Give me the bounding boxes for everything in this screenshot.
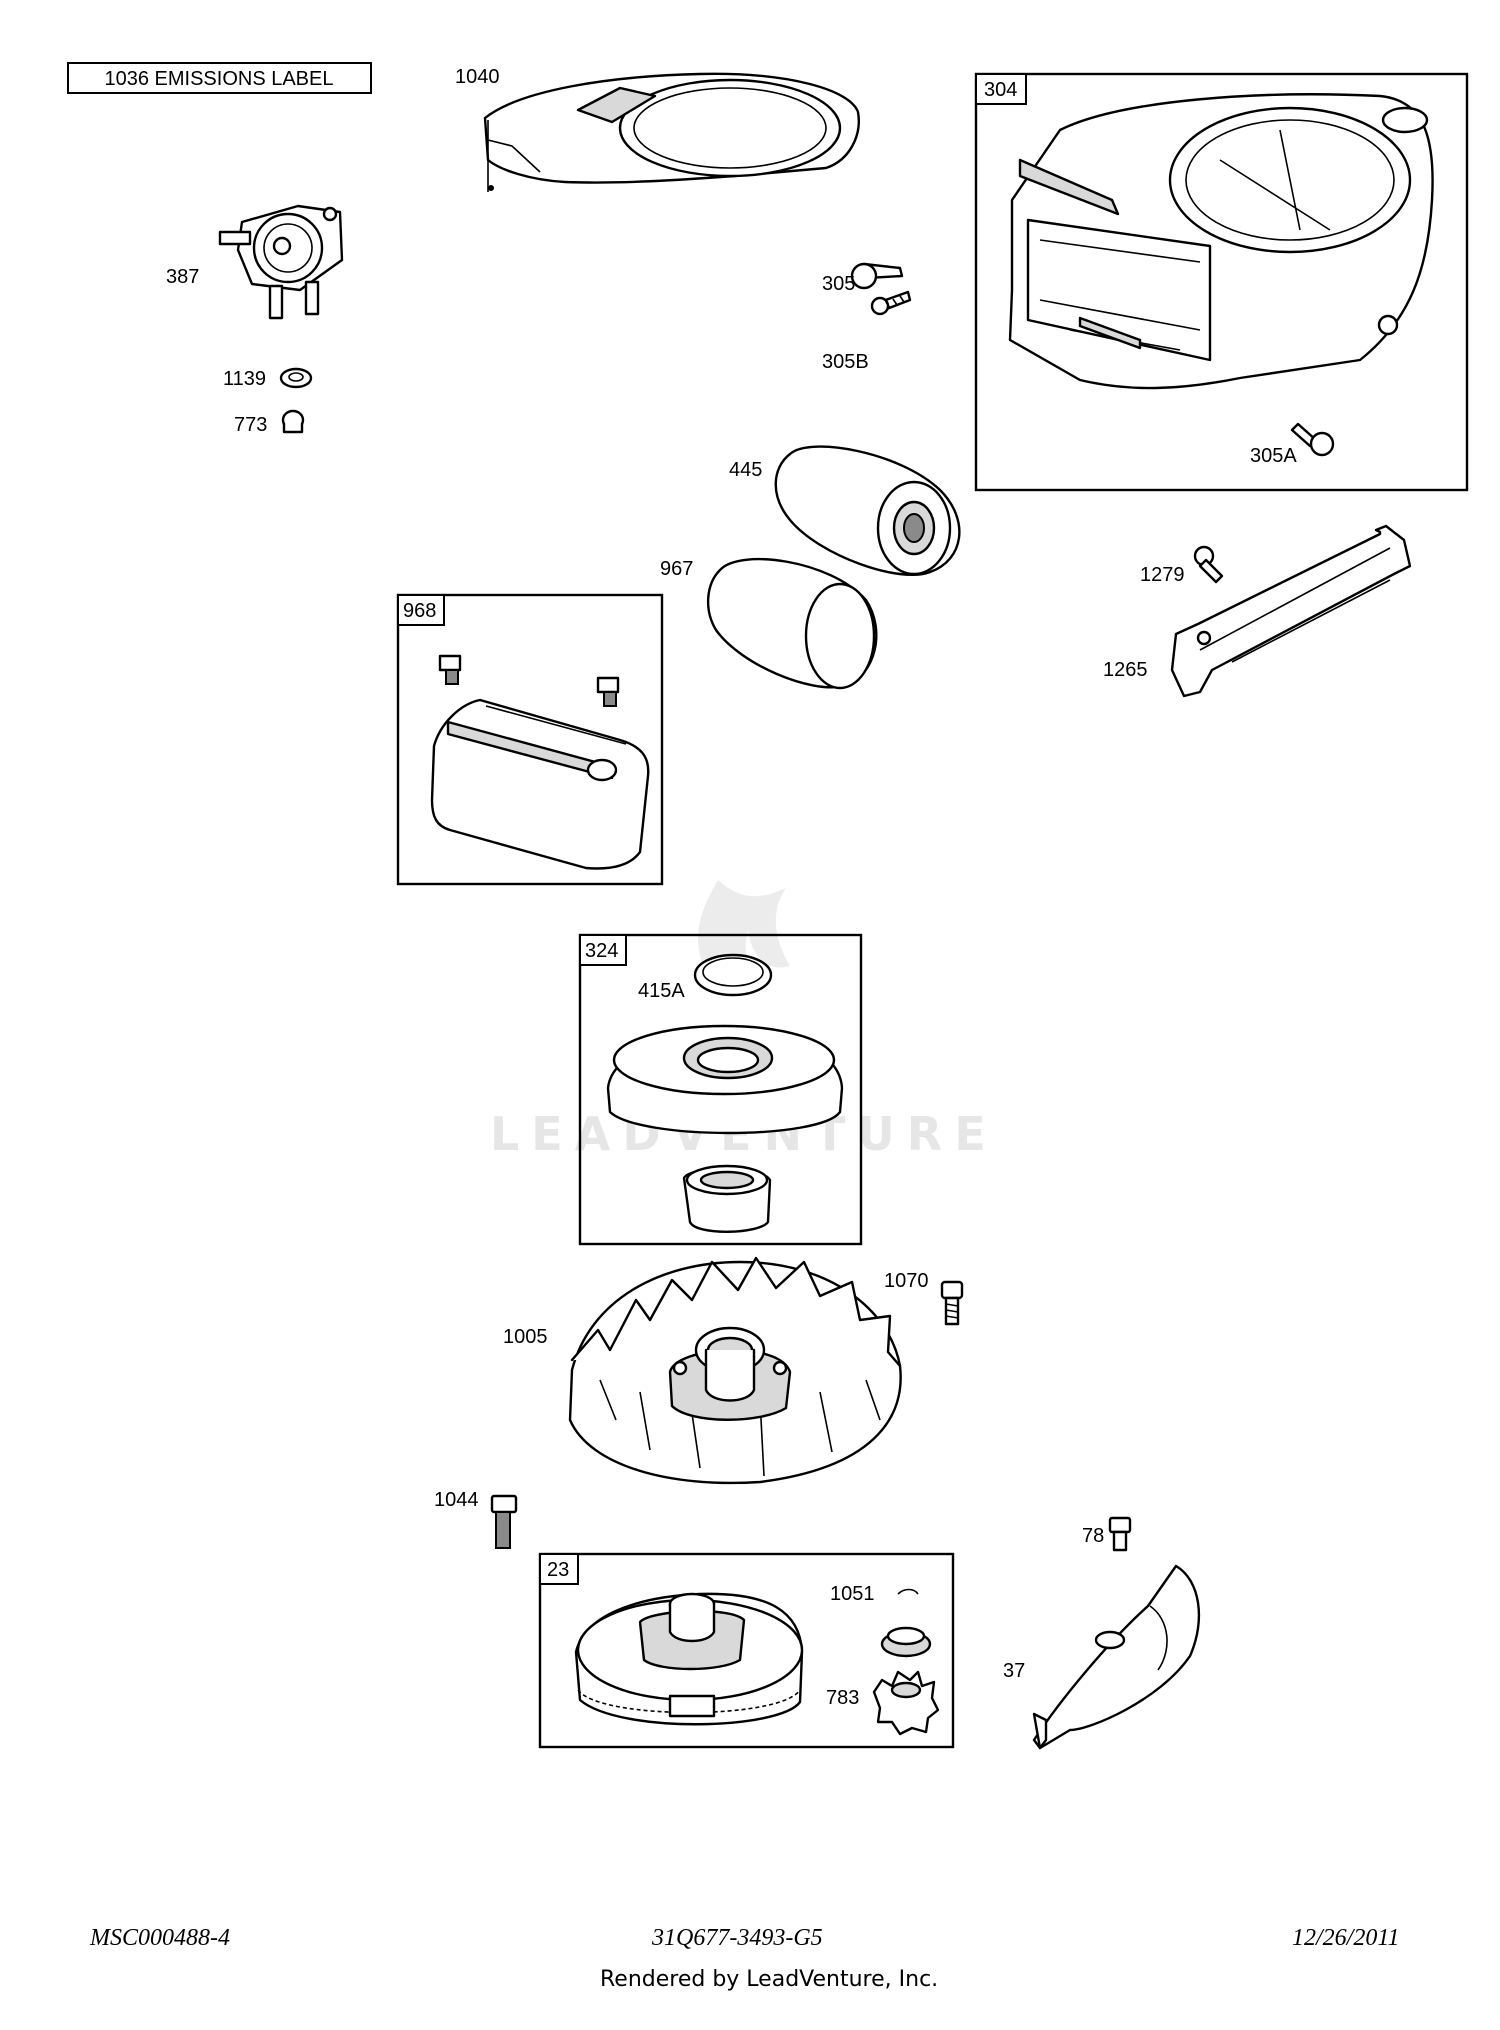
part-773[interactable]: 773 [234, 409, 305, 436]
label-305B: 305B [822, 351, 869, 373]
part-415A[interactable]: 415A [638, 953, 773, 1002]
part-1040[interactable]: 1040 [455, 66, 860, 192]
part-783[interactable]: 783 [826, 1670, 940, 1736]
part-1005[interactable]: 1005 [503, 1256, 902, 1485]
part-1051-spacer-icon [880, 1626, 932, 1658]
label-415A: 415A [638, 980, 685, 1002]
label-1265: 1265 [1103, 659, 1148, 681]
part-23-box[interactable]: 23 1051 783 [538, 1552, 955, 1749]
footer-right: 12/26/2011 [1292, 1925, 1400, 1951]
part-305B[interactable]: 305B [822, 290, 912, 373]
part-1139[interactable]: 1139 [223, 367, 313, 390]
emissions-label: 1036 EMISSIONS LABEL [104, 68, 333, 90]
label-1005: 1005 [503, 1326, 548, 1348]
part-37[interactable]: 37 [1003, 1564, 1201, 1750]
label-305: 305 [822, 273, 855, 295]
footer-left: MSC000488-4 [89, 1925, 230, 1951]
label-78: 78 [1082, 1525, 1104, 1547]
part-305[interactable]: 305 [822, 262, 904, 295]
part-305A[interactable] [1290, 422, 1335, 457]
label-37: 37 [1003, 1660, 1025, 1682]
label-1279: 1279 [1140, 564, 1185, 586]
part-968-box[interactable]: 968 [396, 593, 664, 886]
label-305A: 305A [1250, 445, 1297, 467]
part-387[interactable]: 387 [166, 204, 344, 320]
footer: MSC000488-4 31Q677-3493-G5 12/26/2011 Re… [89, 1925, 1400, 1992]
part-445[interactable]: 445 [729, 445, 961, 577]
label-1044: 1044 [434, 1489, 479, 1511]
part-1044[interactable]: 1044 [434, 1489, 518, 1549]
label-445: 445 [729, 459, 762, 481]
label-1139: 1139 [223, 368, 266, 390]
label-783: 783 [826, 1687, 859, 1709]
footer-rendered-by: Rendered by LeadVenture, Inc. [600, 1967, 938, 1992]
label-23: 23 [547, 1559, 569, 1581]
emissions-label-box[interactable]: 1036 EMISSIONS LABEL [67, 62, 372, 94]
part-1265[interactable]: 1265 [1103, 524, 1412, 698]
cover-knob-left-icon [438, 654, 462, 685]
part-1279[interactable]: 1279 [1140, 545, 1224, 586]
label-324: 324 [585, 940, 618, 962]
label-387: 387 [166, 266, 199, 288]
part-78[interactable]: 78 [1082, 1516, 1132, 1552]
footer-center: 31Q677-3493-G5 [651, 1925, 823, 1951]
label-1040: 1040 [455, 66, 500, 88]
label-773: 773 [234, 414, 267, 436]
part-1070[interactable]: 1070 [884, 1270, 964, 1326]
label-967: 967 [660, 558, 693, 580]
part-324-box[interactable]: 324 415A [578, 933, 863, 1246]
label-968: 968 [403, 600, 436, 622]
label-1070: 1070 [884, 1270, 929, 1292]
cover-knob-right-icon [596, 676, 620, 707]
part-967[interactable]: 967 [660, 557, 878, 690]
part-304-box[interactable]: 304 305A [974, 72, 1469, 492]
part-1051[interactable]: 1051 [830, 1583, 919, 1605]
label-304: 304 [984, 79, 1017, 101]
label-1051: 1051 [830, 1583, 875, 1605]
